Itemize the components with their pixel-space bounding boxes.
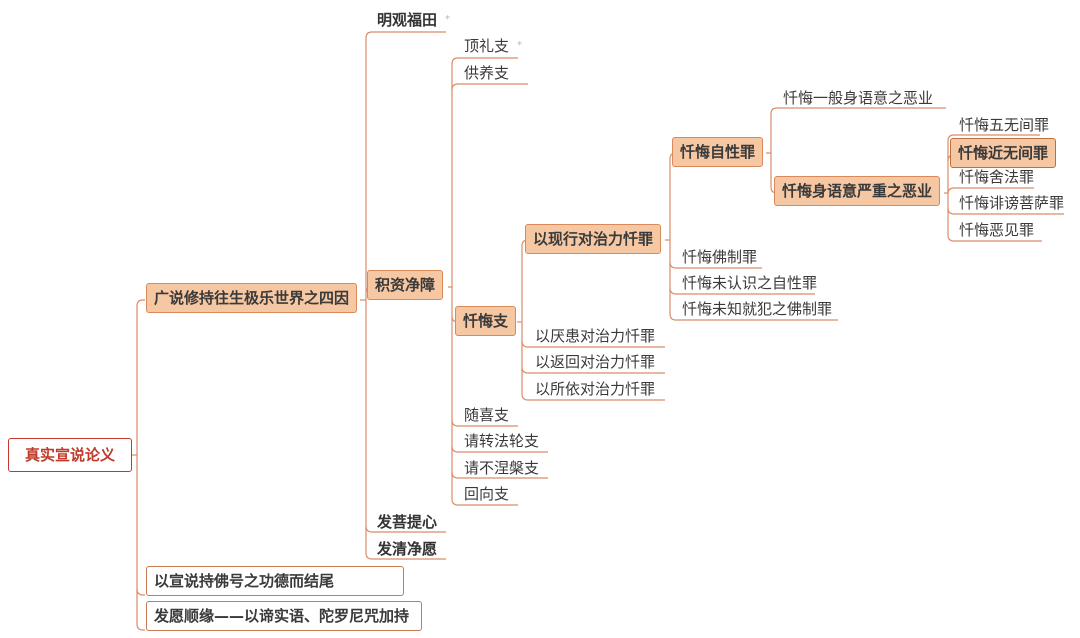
node-merit-ending[interactable]: 以宣说持佛号之功德而结尾 [146, 566, 404, 596]
node-prohibited-misdeeds[interactable]: 忏悔佛制罪 [682, 248, 758, 266]
connector-curve [365, 525, 373, 533]
node-prostration-label: 顶礼支 [464, 37, 510, 55]
node-natural-misdeeds[interactable]: 忏悔自性罪 [672, 137, 764, 167]
connector-curve [451, 57, 459, 65]
node-reliance-antidote[interactable]: 以所依对治力忏罪 [535, 380, 656, 398]
connector-curve [451, 498, 459, 506]
node-five-heinous[interactable]: 忏悔五无间罪 [959, 116, 1050, 134]
node-slander-bodhisattva[interactable]: 忏悔诽谤菩萨罪 [959, 194, 1065, 212]
node-rejoicing[interactable]: 随喜支 [464, 406, 510, 424]
node-four-causes[interactable]: 广说修持往生极乐世界之四因 [146, 283, 358, 313]
connector-curve [136, 623, 144, 631]
connector-curve [521, 366, 529, 374]
connector-curve [136, 299, 144, 307]
node-remorse-antidote[interactable]: 以厌患对治力忏罪 [535, 327, 656, 345]
connector-curve [947, 134, 955, 142]
node-pure-vow[interactable]: 发清净愿 [377, 540, 438, 558]
connector-curve [521, 340, 529, 348]
connector-curve [770, 107, 778, 115]
node-dedication[interactable]: 回向支 [464, 485, 510, 503]
node-severe-karma[interactable]: 忏悔身语意严重之恶业 [774, 176, 941, 206]
star-marker-icon: * [445, 14, 451, 25]
node-present-antidote[interactable]: 以现行对治力忏罪 [525, 224, 662, 254]
connector-curve [947, 207, 955, 215]
node-prostration[interactable]: 顶礼支 * [457, 34, 529, 58]
connector-curve [947, 234, 955, 242]
star-marker-icon: * [517, 40, 523, 51]
node-unrecognized-natural[interactable]: 忏悔未认识之自性罪 [682, 274, 818, 292]
connector-curve [947, 187, 955, 195]
connector-curve [451, 445, 459, 453]
node-offering[interactable]: 供养支 [464, 64, 510, 82]
connector-curve [521, 393, 529, 401]
node-wrong-view[interactable]: 忏悔恶见罪 [959, 221, 1035, 239]
connector-curve [669, 287, 677, 295]
connector-curve [451, 471, 459, 479]
node-return-antidote[interactable]: 以返回对治力忏罪 [535, 353, 656, 371]
node-unknowing-prohibited[interactable]: 忏悔未知就犯之佛制罪 [682, 300, 833, 318]
node-near-heinous[interactable]: 忏悔近无间罪 [950, 138, 1057, 168]
connector-curve [451, 83, 459, 91]
node-accumulate-purify[interactable]: 积资净障 [367, 270, 444, 300]
connector-curve [365, 552, 373, 560]
connector-curve [451, 419, 459, 427]
node-general-karma[interactable]: 忏悔一般身语意之恶业 [783, 89, 934, 107]
connector-curve [365, 31, 373, 39]
node-abandon-dharma[interactable]: 忏悔舍法罪 [959, 168, 1035, 186]
node-bodhicitta[interactable]: 发菩提心 [377, 513, 438, 531]
node-repentance[interactable]: 忏悔支 [455, 306, 517, 336]
node-vow-conditions[interactable]: 发愿顺缘——以谛实语、陀罗尼咒加持 [146, 601, 422, 631]
node-contemplate-field[interactable]: 明观福田 * [370, 8, 457, 32]
connector-curve [669, 313, 677, 321]
connector-curve [136, 588, 144, 596]
node-contemplate-field-label: 明观福田 [377, 11, 438, 29]
node-request-dharma[interactable]: 请转法轮支 [464, 432, 540, 450]
connector-curve [669, 261, 677, 269]
node-request-remain[interactable]: 请不涅槃支 [464, 459, 540, 477]
root-node[interactable]: 真实宣说论义 [8, 438, 132, 472]
